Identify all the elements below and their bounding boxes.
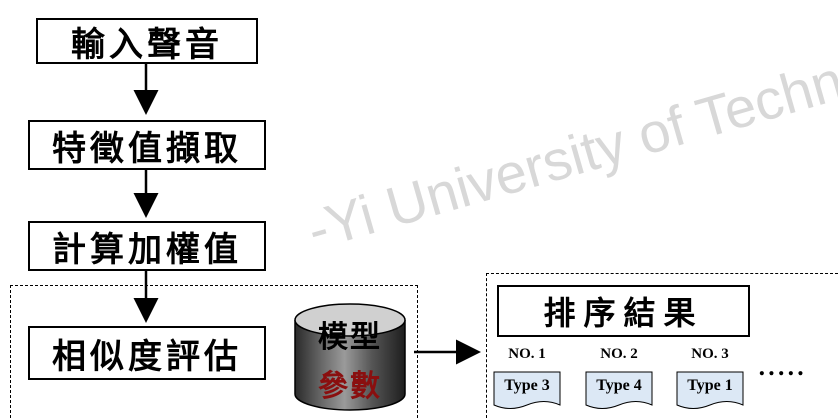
rank-label-2: NO. 2 bbox=[600, 346, 638, 362]
step-feature-extraction: 特徵值擷取 bbox=[28, 120, 266, 170]
type-card-2 bbox=[585, 371, 653, 409]
evaluation-group-frame bbox=[10, 285, 418, 418]
rank-label-3: NO. 3 bbox=[691, 346, 729, 362]
parameter-label: 參數 bbox=[318, 369, 382, 404]
type-label-3: Type 1 bbox=[687, 377, 733, 394]
step-input-sound: 輸入聲音 bbox=[36, 18, 258, 65]
type-label-1: Type 3 bbox=[504, 377, 550, 394]
results-title: 排序結果 bbox=[497, 285, 750, 337]
type-card-1 bbox=[493, 371, 561, 409]
step-compute-weights: 計算加權值 bbox=[28, 221, 266, 271]
more-results-ellipsis: ..... bbox=[758, 355, 807, 381]
rank-label-1: NO. 1 bbox=[508, 346, 546, 362]
results-group-frame bbox=[486, 273, 838, 418]
model-cylinder-icon bbox=[294, 303, 406, 411]
model-label: 模型 bbox=[318, 320, 382, 355]
type-label-2: Type 4 bbox=[596, 377, 642, 394]
step-similarity-evaluation: 相似度評估 bbox=[28, 326, 266, 380]
type-card-3 bbox=[676, 371, 744, 409]
